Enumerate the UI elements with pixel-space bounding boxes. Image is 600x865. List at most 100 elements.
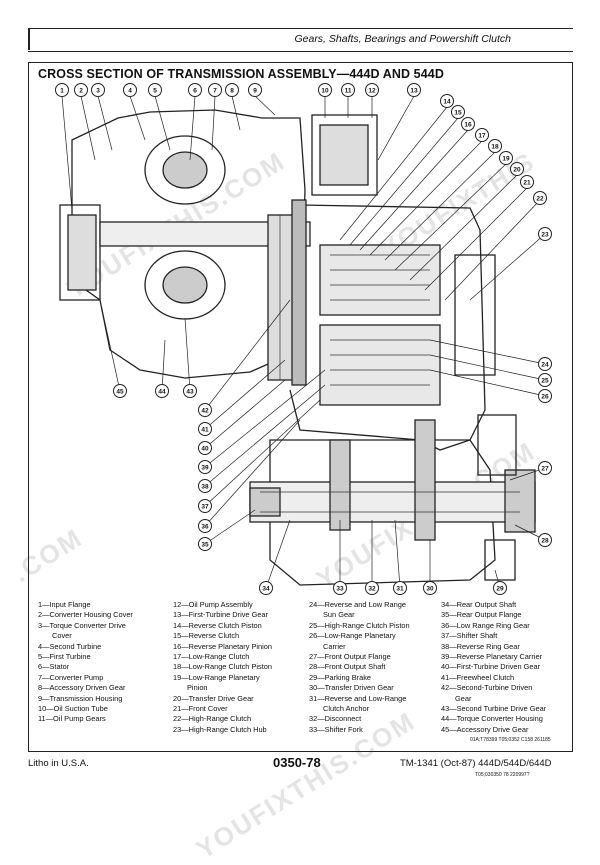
- footer-manual-id: TM-1341 (Oct-87) 444D/544D/644D: [400, 758, 552, 769]
- legend-item: 23—High-Range Clutch Hub: [173, 724, 267, 734]
- legend-item: 20—Transfer Drive Gear: [173, 693, 254, 703]
- footer-code: T05;030350 78 220997?: [475, 772, 530, 778]
- callout-39: 39: [201, 464, 209, 471]
- callout-17: 17: [478, 132, 486, 139]
- callout-27: 27: [541, 465, 549, 472]
- legend-item: 40—First-Turbine Driven Gear: [441, 662, 541, 672]
- figure-frame: [28, 62, 573, 752]
- callout-31: 31: [396, 585, 404, 592]
- callout-37: 37: [201, 503, 209, 510]
- legend-item: 33—Shifter Fork: [309, 724, 363, 734]
- callout-38: 38: [201, 483, 209, 490]
- callout-25: 25: [541, 377, 549, 384]
- legend-item: 37—Shifter Shaft: [441, 631, 498, 641]
- callout-4: 4: [128, 87, 132, 94]
- legend-item: 11—Oil Pump Gears: [38, 714, 106, 724]
- callout-6: 6: [193, 87, 197, 94]
- legend-item: 31—Reverse and Low-Range: [309, 693, 407, 703]
- legend-item: 35—Rear Output Flange: [441, 610, 522, 620]
- diagram-title: CROSS SECTION OF TRANSMISSION ASSEMBLY—4…: [38, 67, 444, 81]
- legend-item: 34—Rear Output Shaft: [441, 600, 517, 609]
- legend-item-continuation: Clutch Anchor: [323, 704, 370, 714]
- callout-45: 45: [116, 388, 124, 395]
- callout-5: 5: [153, 87, 157, 94]
- callout-44: 44: [158, 388, 166, 395]
- legend-item: 41—Freewheel Clutch: [441, 672, 515, 682]
- legend-item-continuation: Carrier: [323, 641, 346, 651]
- callout-43: 43: [186, 388, 194, 395]
- callout-19: 19: [502, 155, 510, 162]
- callout-34: 34: [262, 585, 270, 592]
- figure-code: 01A;T78399 T05;0352 C158 261185: [470, 737, 551, 743]
- callout-28: 28: [541, 537, 549, 544]
- header-title: Gears, Shafts, Bearings and Powershift C…: [294, 33, 511, 45]
- callout-7: 7: [213, 87, 217, 94]
- legend-item: 1—Input Flange: [38, 600, 91, 609]
- page-header: Gears, Shafts, Bearings and Powershift C…: [28, 28, 573, 52]
- callout-12: 12: [368, 87, 376, 94]
- legend-item: 26—Low-Range Planetary: [309, 631, 396, 641]
- legend-item: 6—Stator: [38, 662, 70, 672]
- callout-36: 36: [201, 523, 209, 530]
- legend-item: 18—Low-Range Clutch Piston: [173, 662, 273, 672]
- legend-column-3: 24—Reverse and Low Range Sun Gear 25—Hig…: [309, 600, 410, 735]
- legend-item: 44—Torque Converter Housing: [441, 714, 543, 724]
- legend-item-continuation: Sun Gear: [323, 610, 355, 620]
- legend-column-1: 1—Input Flange 2—Converter Housing Cover…: [38, 600, 133, 725]
- legend-item: 5—First Turbine: [38, 652, 91, 662]
- legend-item: 39—Reverse Planetary Carrier: [441, 652, 543, 662]
- callout-10: 10: [321, 87, 329, 94]
- legend-item: 43—Second Turbine Drive Gear: [441, 704, 547, 714]
- legend-item: 7—Converter Pump: [38, 672, 104, 682]
- callout-13: 13: [410, 87, 418, 94]
- callout-26: 26: [541, 393, 549, 400]
- callout-35: 35: [201, 541, 209, 548]
- legend-item: 27—Front Output Flange: [309, 652, 391, 662]
- callout-40: 40: [201, 445, 209, 452]
- legend-item: 10—Oil Suction Tube: [38, 704, 108, 714]
- legend-item: 42—Second-Turbine Driven: [441, 683, 533, 693]
- legend-item: 12—Oil Pump Assembly: [173, 600, 253, 609]
- legend-item: 32—Disconnect: [309, 714, 362, 724]
- legend-item: 9—Transmission Housing: [38, 693, 123, 703]
- legend-item: 38—Reverse Ring Gear: [441, 641, 520, 651]
- legend-item-continuation: Cover: [52, 631, 72, 641]
- callout-33: 33: [336, 585, 344, 592]
- legend-item: 30—Transfer Driven Gear: [309, 683, 394, 693]
- page-number: 0350-78: [273, 755, 321, 770]
- legend-item: 25—High-Range Clutch Piston: [309, 620, 410, 630]
- legend-item: 45—Accessory Drive Gear: [441, 724, 529, 734]
- legend-item: 28—Front Output Shaft: [309, 662, 386, 672]
- footer-litho: Litho in U.S.A.: [28, 758, 89, 769]
- callout-3: 3: [96, 87, 100, 94]
- callout-24: 24: [541, 361, 549, 368]
- callout-30: 30: [426, 585, 434, 592]
- transmission-cross-section-diagram: 1 2 3 4 5 6 7 8 9 10 11 12 13 14 15 16 1…: [55, 83, 552, 595]
- legend-item: 4—Second Turbine: [38, 641, 102, 651]
- legend-item: 15—Reverse Clutch: [173, 631, 240, 641]
- legend-item: 24—Reverse and Low Range: [309, 600, 406, 609]
- callout-14: 14: [443, 98, 451, 105]
- callout-29: 29: [496, 585, 504, 592]
- legend-column-4: 34—Rear Output Shaft 35—Rear Output Flan…: [441, 600, 546, 735]
- legend-item: 2—Converter Housing Cover: [38, 610, 133, 620]
- callout-20: 20: [513, 166, 521, 173]
- callout-1: 1: [60, 87, 64, 94]
- legend-item: 16—Reverse Planetary Pinion: [173, 641, 273, 651]
- callout-42: 42: [201, 407, 209, 414]
- callout-22: 22: [536, 195, 544, 202]
- legend-item: 19—Low-Range Planetary: [173, 672, 260, 682]
- legend-column-2: 12—Oil Pump Assembly 13—First-Turbine Dr…: [173, 600, 272, 735]
- callout-9: 9: [253, 87, 257, 94]
- callout-23: 23: [541, 231, 549, 238]
- legend-item: 36—Low Range Ring Gear: [441, 620, 530, 630]
- callout-41: 41: [201, 426, 209, 433]
- callout-8: 8: [230, 87, 234, 94]
- legend-item: 13—First-Turbine Drive Gear: [173, 610, 269, 620]
- header-tick: [28, 28, 30, 50]
- legend-item: 14—Reverse Clutch Piston: [173, 620, 262, 630]
- callout-21: 21: [523, 179, 531, 186]
- callout-16: 16: [464, 121, 472, 128]
- legend-item: 21—Front Cover: [173, 704, 228, 714]
- callout-32: 32: [368, 585, 376, 592]
